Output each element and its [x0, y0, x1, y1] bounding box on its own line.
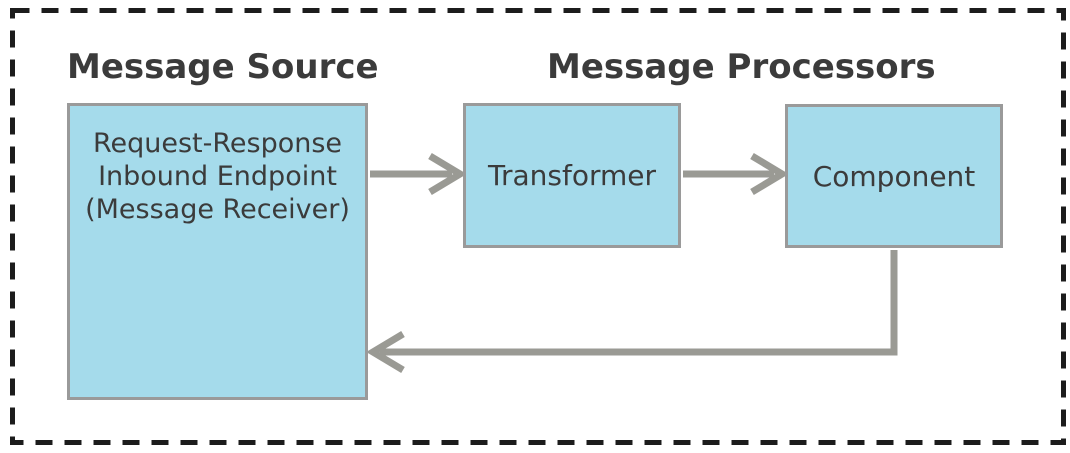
node-component-label: Component	[812, 159, 976, 193]
node-transformer-label: Transformer	[487, 159, 656, 192]
node-transformer: Transformer	[463, 103, 681, 248]
arrow-transformer-to-component	[683, 152, 789, 196]
dashed-frame-border	[10, 8, 1066, 445]
node-inbound-endpoint-label: Request-Response Inbound Endpoint (Messa…	[85, 128, 350, 225]
node-inbound-endpoint: Request-Response Inbound Endpoint (Messa…	[67, 103, 368, 400]
node-component: Component	[785, 104, 1003, 248]
heading-message-source: Message Source	[67, 47, 379, 87]
arrow-component-to-source-return	[366, 250, 898, 374]
arrow-source-to-transformer	[370, 152, 467, 196]
heading-message-processors: Message Processors	[547, 47, 936, 87]
